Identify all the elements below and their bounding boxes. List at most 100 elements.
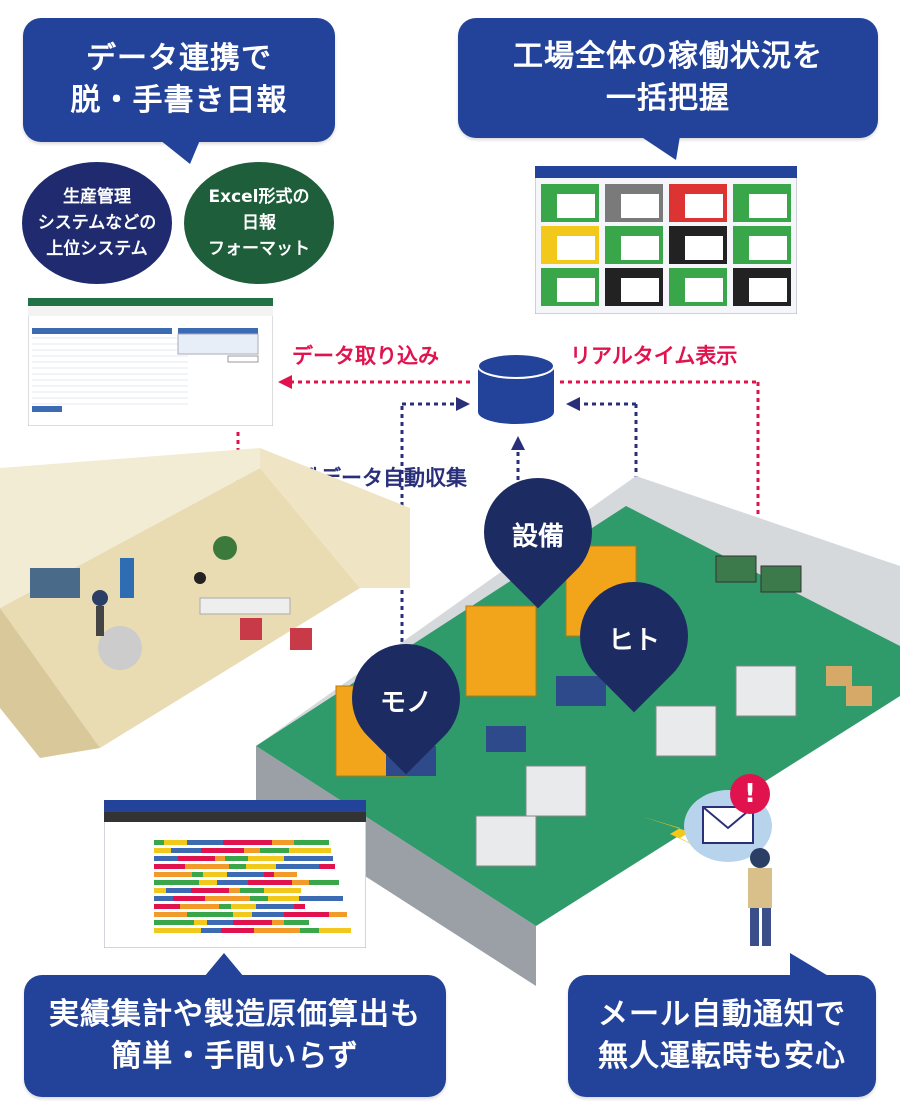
callout-data-link: データ連携で 脱・手書き日報 [23, 18, 335, 142]
gantt-bar [233, 920, 272, 925]
gantt-bar [225, 856, 248, 861]
gantt-bar [289, 848, 331, 853]
gantt-bar [215, 856, 225, 861]
callout-line: 実績集計や製造原価算出も [49, 997, 421, 1032]
gantt-bar [185, 864, 229, 869]
gantt-bar [154, 872, 192, 877]
gantt-bar [154, 896, 173, 901]
gantt-bar [201, 928, 221, 933]
gantt-bar [154, 904, 180, 909]
gantt-bar [274, 872, 297, 877]
gantt-bar [254, 928, 300, 933]
bubble-line: 上位システム [46, 239, 148, 259]
bubble-line: 生産管理 [63, 187, 131, 207]
gantt-bar [154, 928, 201, 933]
status-card-body [749, 194, 787, 218]
status-card-body [621, 278, 659, 302]
bubble-line: 日報 [242, 213, 276, 233]
gantt-bar [284, 912, 329, 917]
gantt-bar [248, 856, 284, 861]
mail-icon [702, 806, 754, 844]
gantt-bar [154, 864, 185, 869]
gantt-bar [187, 840, 223, 845]
callout-cost-calc: 実績集計や製造原価算出も 簡単・手間いらず [24, 975, 446, 1097]
gantt-bar [231, 904, 256, 909]
gantt-bar [294, 904, 305, 909]
gantt-bar [154, 912, 187, 917]
gantt-bar [292, 880, 309, 885]
gantt-bar [299, 896, 343, 901]
gantt-bar [272, 840, 294, 845]
gantt-bar [229, 864, 246, 869]
gantt-bar [207, 920, 233, 925]
gantt-bar [219, 904, 231, 909]
gantt-bar [284, 920, 309, 925]
gantt-bar [252, 912, 284, 917]
status-card-body [621, 194, 659, 218]
gantt-bar [329, 912, 347, 917]
gantt-bar [201, 848, 244, 853]
gantt-bar [166, 888, 191, 893]
callout-line: 脱・手書き日報 [70, 83, 288, 118]
bubble-excel-format: Excel形式の 日報 フォーマット [184, 162, 334, 284]
office-illustration [0, 448, 410, 758]
gantt-bar [309, 880, 339, 885]
gantt-bar [256, 904, 294, 909]
callout-line: 工場全体の稼働状況を [513, 39, 823, 74]
pin-people-label: ヒト [607, 626, 660, 656]
status-card-body [749, 236, 787, 260]
status-card-body [685, 236, 723, 260]
status-card-body [685, 278, 723, 302]
status-card-body [557, 236, 595, 260]
gantt-bar [154, 888, 166, 893]
gantt-bar [319, 928, 351, 933]
bubble-upper-system: 生産管理 システムなどの 上位システム [22, 162, 172, 284]
status-card-body [621, 236, 659, 260]
bubble-line: Excel形式の [208, 187, 310, 207]
gantt-bar [194, 920, 207, 925]
gantt-bar [294, 840, 329, 845]
gantt-bar [227, 872, 264, 877]
lightning-icon [640, 816, 716, 856]
gantt-bar [250, 896, 268, 901]
callout-line: データ連携で [86, 41, 272, 76]
status-card-body [557, 194, 595, 218]
gantt-bar [154, 880, 199, 885]
callout-tail [204, 953, 244, 977]
callout-tail [790, 953, 830, 977]
alert-icon: ! [730, 774, 770, 814]
callout-line: 一括把握 [606, 81, 730, 116]
gantt-bar [154, 920, 194, 925]
callout-tail [640, 136, 680, 160]
gantt-bar [171, 848, 201, 853]
gantt-bar [205, 896, 250, 901]
status-card-body [749, 278, 787, 302]
gantt-bar [264, 888, 301, 893]
callout-line: 無人運転時も安心 [598, 1039, 846, 1074]
gantt-bar [229, 888, 240, 893]
pin-equipment-label: 設備 [511, 522, 564, 552]
callout-factory-overview: 工場全体の稼働状況を 一括把握 [458, 18, 878, 138]
realtime-display-label: リアルタイム表示 [570, 344, 738, 368]
gantt-bar [246, 864, 276, 869]
gantt-bar [240, 888, 264, 893]
gantt-bar [154, 848, 171, 853]
dashboard-screenshot [535, 166, 797, 314]
callout-tail [160, 140, 200, 164]
gantt-bar [203, 872, 227, 877]
excel-report-screenshot [28, 298, 273, 426]
gantt-screenshot [104, 800, 366, 948]
gantt-bar [268, 896, 299, 901]
gantt-bar [272, 920, 284, 925]
status-card-body [685, 194, 723, 218]
gantt-bar [260, 848, 289, 853]
gantt-bar [187, 912, 233, 917]
pin-things-label: モノ [379, 688, 432, 718]
gantt-bar [319, 864, 335, 869]
gantt-bar [180, 904, 219, 909]
callout-line: 簡単・手間いらず [111, 1039, 359, 1074]
gantt-bar [164, 840, 187, 845]
gantt-bar [192, 872, 203, 877]
gantt-bar [264, 872, 274, 877]
worker-with-phone [748, 848, 772, 946]
